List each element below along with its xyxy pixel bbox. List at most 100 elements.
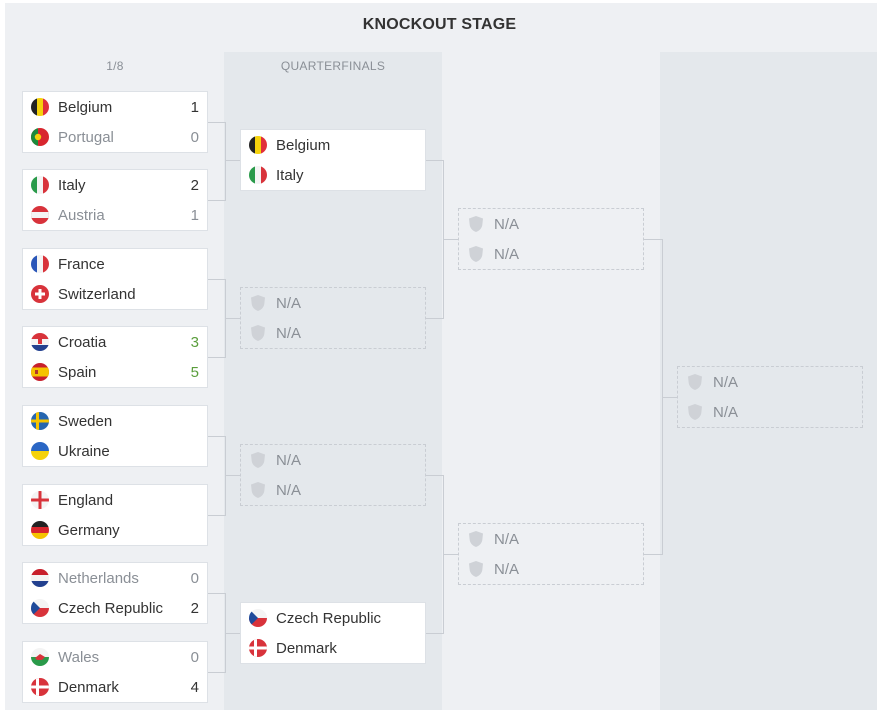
- italy-flag-icon: [249, 166, 267, 184]
- team-row[interactable]: Czech Republic: [241, 603, 425, 633]
- shield-icon: [241, 324, 276, 342]
- team-name: Wales: [58, 648, 100, 666]
- belgium-flag-icon: [31, 98, 49, 116]
- croatia-flag-icon: [31, 333, 49, 351]
- denmark-flag-icon: [31, 678, 49, 696]
- team-score: 2: [190, 599, 199, 617]
- shield-icon: [241, 451, 276, 469]
- shield-icon: [459, 530, 494, 548]
- team-row[interactable]: Sweden: [23, 406, 207, 436]
- spain-flag-icon: [31, 363, 49, 381]
- italy-flag-icon: [31, 176, 49, 194]
- placeholder-name: N/A: [494, 560, 520, 578]
- page-title: KNOCKOUT STAGE: [362, 16, 517, 33]
- shield-icon: [678, 403, 713, 421]
- team-row[interactable]: Denmark: [241, 633, 425, 663]
- team-row-placeholder: N/A: [241, 475, 425, 505]
- team-row[interactable]: Switzerland: [23, 279, 207, 309]
- team-row[interactable]: Croatia 3: [23, 327, 207, 357]
- quarterfinal-match[interactable]: N/A N/A: [240, 444, 426, 506]
- sweden-flag-icon: [31, 412, 49, 430]
- ukraine-flag-icon: [31, 442, 49, 460]
- germany-flag-icon: [31, 521, 49, 539]
- bracket-connector-line: [226, 475, 240, 476]
- team-name: Switzerland: [58, 285, 136, 303]
- placeholder-name: N/A: [276, 294, 302, 312]
- team-score: 4: [190, 678, 199, 696]
- team-name: Germany: [58, 521, 120, 539]
- team-row-placeholder: N/A: [678, 397, 862, 427]
- team-name: Spain: [58, 363, 97, 381]
- team-name: Ukraine: [58, 442, 110, 460]
- netherlands-flag-icon: [31, 569, 49, 587]
- team-name: Croatia: [58, 333, 107, 351]
- belgium-flag-icon: [249, 136, 267, 154]
- team-row[interactable]: England: [23, 485, 207, 515]
- shield-icon: [241, 294, 276, 312]
- wales-flag-icon: [31, 648, 49, 666]
- team-row[interactable]: Germany: [23, 515, 207, 545]
- team-score: 0: [190, 569, 199, 587]
- semifinal-match[interactable]: N/A N/A: [458, 208, 644, 270]
- team-score: 2: [190, 176, 199, 194]
- bracket-connector-line: [444, 554, 458, 555]
- bracket-connector: [208, 593, 226, 673]
- team-name: Denmark: [58, 678, 119, 696]
- team-score: 0: [190, 648, 199, 666]
- team-row-placeholder: N/A: [241, 445, 425, 475]
- czech-flag-icon: [31, 599, 49, 617]
- team-row[interactable]: France: [23, 249, 207, 279]
- team-row-placeholder: N/A: [678, 367, 862, 397]
- denmark-flag-icon: [249, 639, 267, 657]
- shield-icon: [459, 215, 494, 233]
- team-row[interactable]: Austria 1: [23, 200, 207, 230]
- shield-icon: [678, 373, 713, 391]
- placeholder-name: N/A: [494, 530, 520, 548]
- shield-icon: [241, 481, 276, 499]
- team-name: Italy: [58, 176, 86, 194]
- team-row[interactable]: Wales 0: [23, 642, 207, 672]
- semifinal-match[interactable]: N/A N/A: [458, 523, 644, 585]
- team-row[interactable]: Belgium: [241, 130, 425, 160]
- team-row-placeholder: N/A: [459, 239, 643, 269]
- team-row[interactable]: Italy 2: [23, 170, 207, 200]
- bracket-connector-line: [226, 633, 240, 634]
- team-row-placeholder: N/A: [459, 524, 643, 554]
- team-name: Belgium: [276, 136, 331, 154]
- team-row[interactable]: Denmark 4: [23, 672, 207, 702]
- switzerland-flag-icon: [31, 285, 49, 303]
- quarterfinal-match[interactable]: N/A N/A: [240, 287, 426, 349]
- team-name: Austria: [58, 206, 105, 224]
- placeholder-name: N/A: [276, 324, 302, 342]
- team-score: 1: [190, 206, 199, 224]
- bracket-connector-line: [444, 239, 458, 240]
- team-row[interactable]: Italy: [241, 160, 425, 190]
- bracket-connector: [208, 122, 226, 201]
- bracket-connector: [426, 160, 444, 319]
- bracket-connector: [208, 279, 226, 358]
- team-row[interactable]: Ukraine: [23, 436, 207, 466]
- england-flag-icon: [31, 491, 49, 509]
- team-row-placeholder: N/A: [459, 554, 643, 584]
- team-name: Denmark: [276, 639, 337, 657]
- placeholder-name: N/A: [276, 451, 302, 469]
- team-name: England: [58, 491, 114, 509]
- placeholder-name: N/A: [494, 215, 520, 233]
- team-score: 3: [190, 333, 199, 351]
